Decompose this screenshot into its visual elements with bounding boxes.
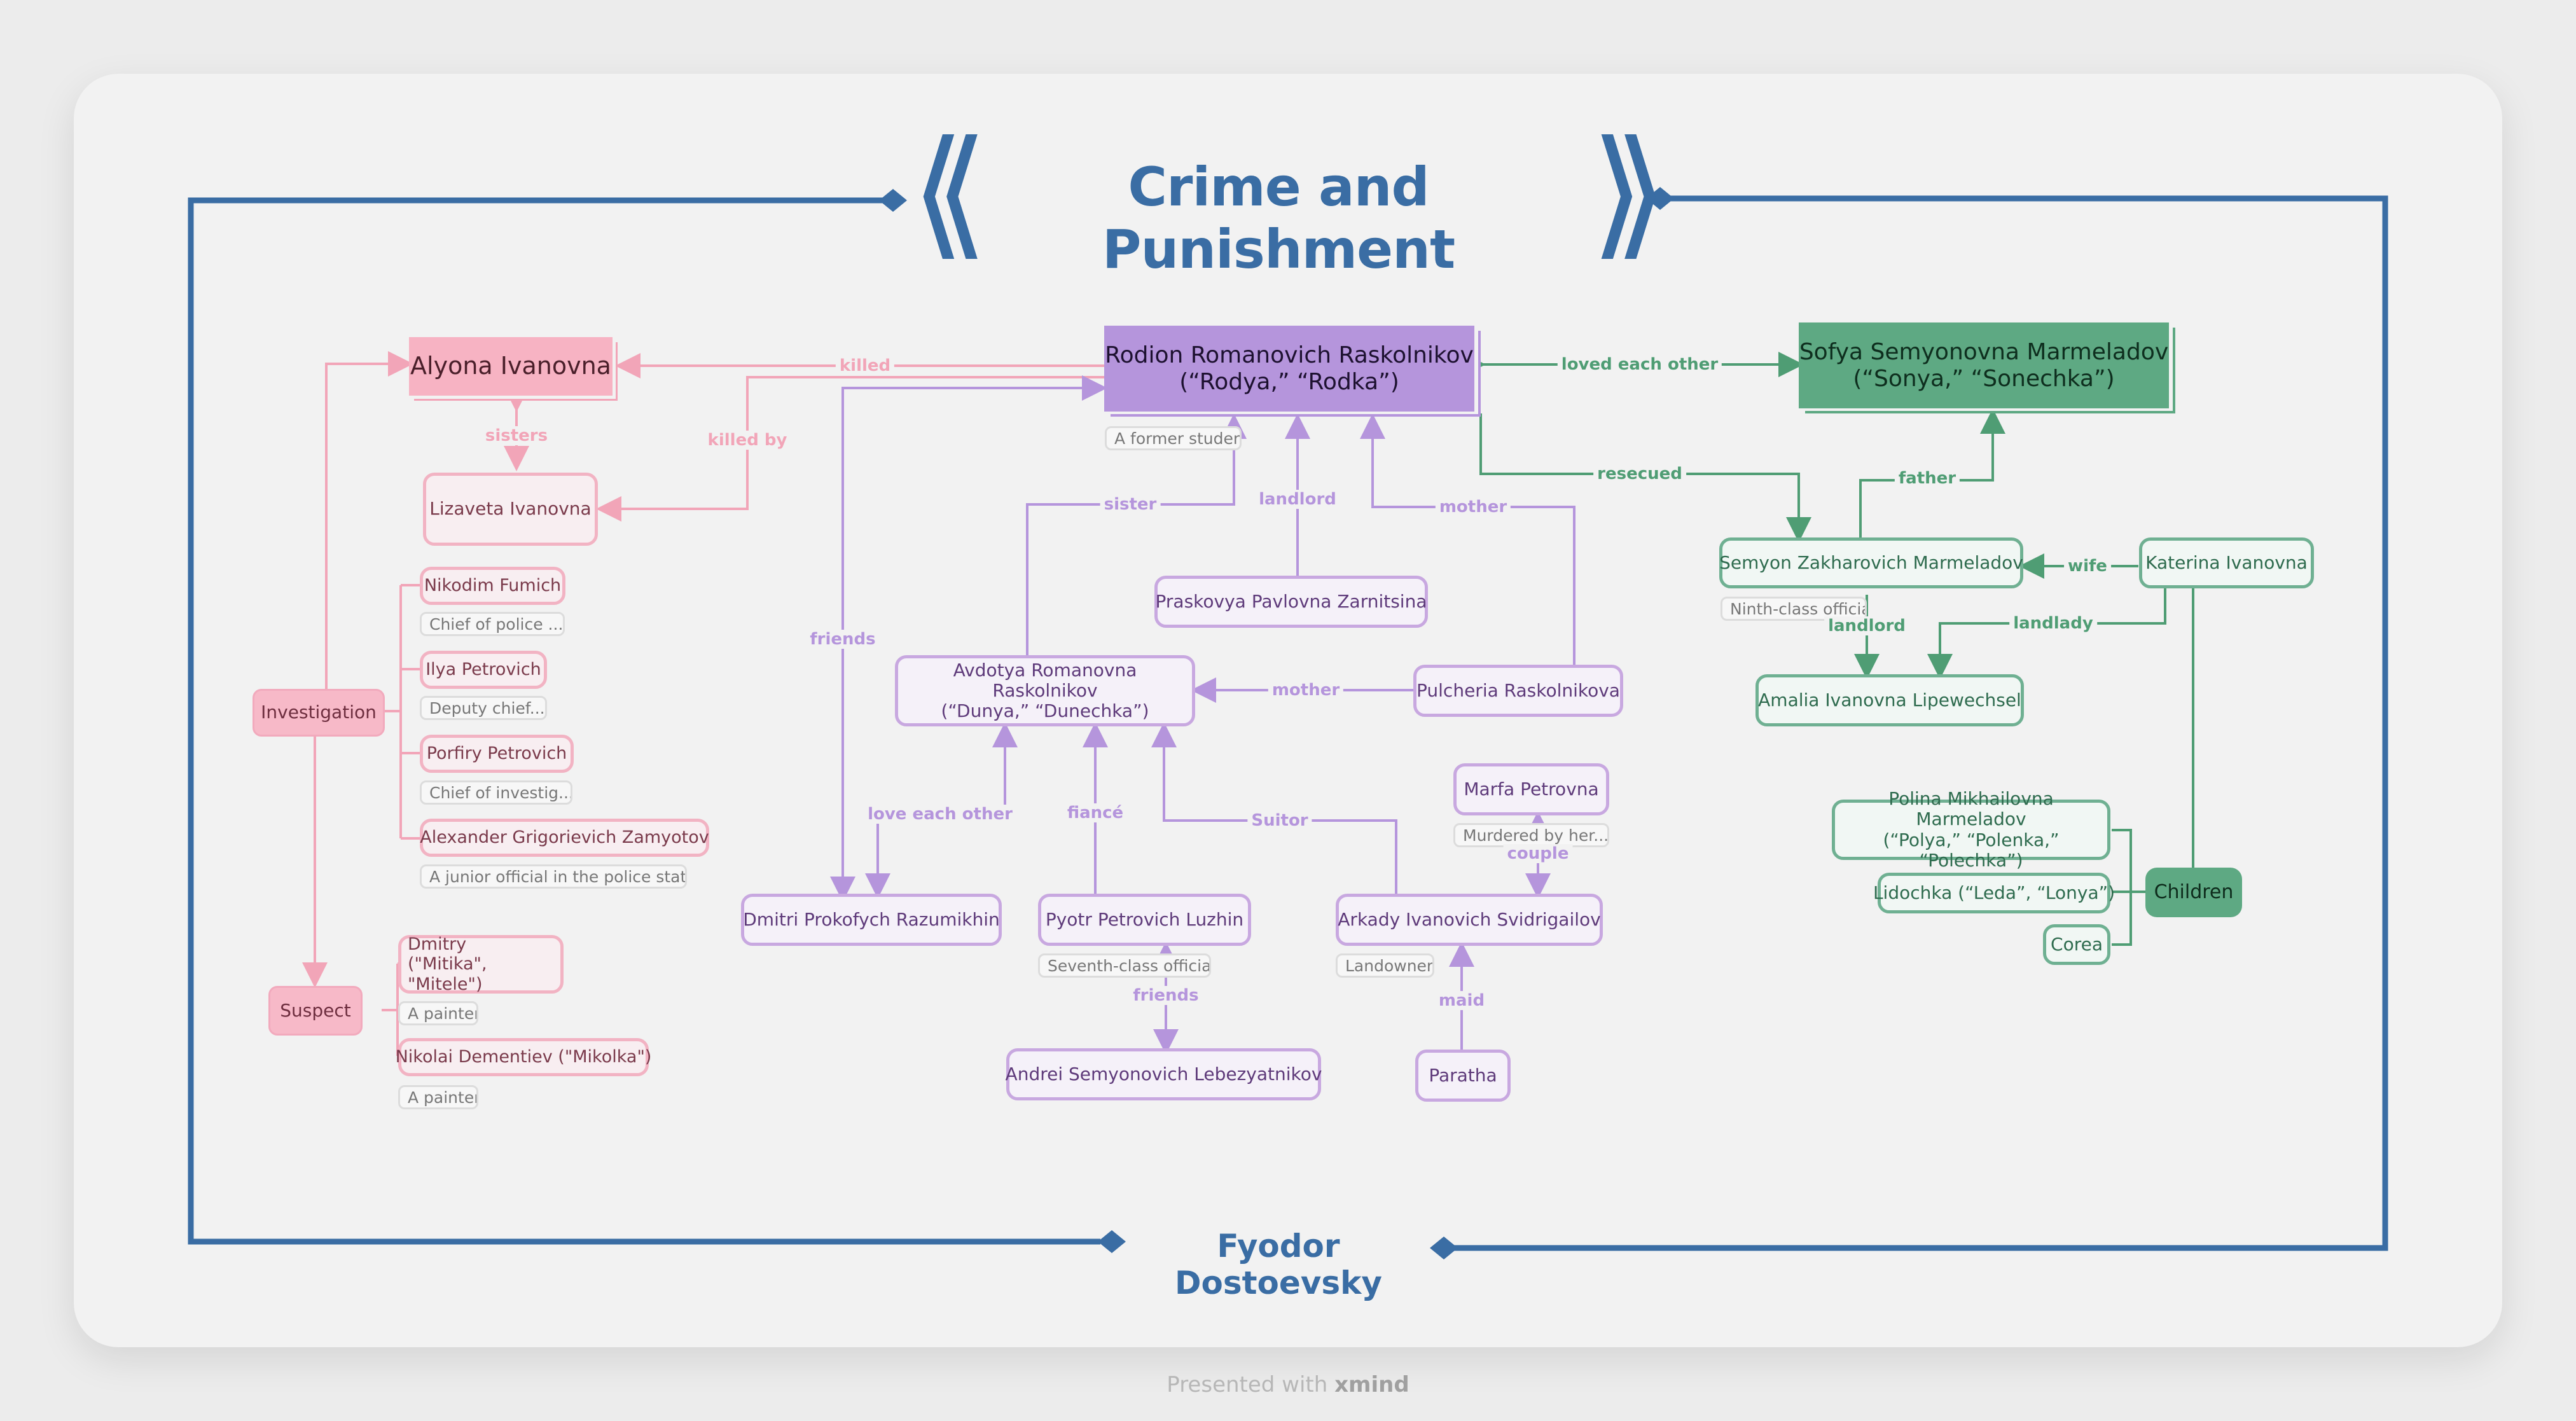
node-zamyotov[interactable]: Alexander Grigorievich Zamyotov bbox=[420, 819, 709, 857]
label-landlord-green: landlord bbox=[1824, 616, 1909, 635]
label-mother-mid: mother bbox=[1268, 681, 1344, 700]
node-sofya[interactable]: Sofya Semyonovna Marmeladov (“Sonya,” “S… bbox=[1799, 322, 2169, 408]
right-bracket-decoration: ⟫ bbox=[1590, 111, 1668, 274]
label-sister: sister bbox=[1100, 495, 1161, 514]
label-father: father bbox=[1894, 469, 1960, 488]
label-killed: killed bbox=[835, 356, 895, 375]
node-avdotya[interactable]: Avdotya Romanovna Raskolnikov (“Dunya,” … bbox=[895, 655, 1195, 726]
node-investigation[interactable]: Investigation bbox=[253, 689, 385, 737]
node-amalia[interactable]: Amalia Ivanovna Lipewechsel bbox=[1755, 674, 2024, 726]
label-couple: couple bbox=[1503, 844, 1573, 863]
node-children[interactable]: Children bbox=[2145, 868, 2242, 917]
title-frame bbox=[188, 195, 2388, 1251]
node-corea[interactable]: Corea bbox=[2043, 924, 2110, 965]
xmind-logo-text: xmind bbox=[1334, 1372, 1409, 1397]
label-landlord: landlord bbox=[1255, 490, 1340, 509]
node-praskovya[interactable]: Praskovya Pavlovna Zarnitsina bbox=[1154, 576, 1428, 628]
page-title: Crime and Punishment bbox=[1102, 156, 1455, 281]
label-wife: wife bbox=[2064, 557, 2111, 576]
node-luzhin[interactable]: Pyotr Petrovich Luzhin bbox=[1038, 894, 1251, 946]
node-pulcheria[interactable]: Pulcheria Raskolnikova bbox=[1413, 665, 1623, 717]
node-nikolai[interactable]: Nikolai Dementiev ("Mikolka") bbox=[396, 1038, 651, 1076]
note-raskolnikov: A former student bbox=[1105, 426, 1242, 450]
node-katerina[interactable]: Katerina Ivanovna bbox=[2139, 537, 2314, 588]
frame-diamonds bbox=[879, 187, 1674, 1259]
node-razumikhin[interactable]: Dmitri Prokofych Razumikhin bbox=[741, 894, 1002, 946]
node-svidrigailov[interactable]: Arkady Ivanovich Svidrigailov bbox=[1336, 894, 1603, 946]
note-luzhin: Seventh-class official bbox=[1038, 953, 1211, 978]
node-polina[interactable]: Polina Mikhailovna Marmeladov (“Polya,” … bbox=[1832, 789, 2110, 870]
label-sisters: sisters bbox=[481, 426, 552, 445]
label-suitor: Suitor bbox=[1247, 811, 1312, 830]
label-friends-left: friends bbox=[806, 630, 880, 649]
node-lidochka[interactable]: Lidochka (“Leda”, “Lonya”) bbox=[1873, 873, 2115, 913]
node-dmitry-suspect[interactable]: Dmitry ("Mitika", "Mitele") bbox=[398, 934, 564, 994]
node-paratha[interactable]: Paratha bbox=[1415, 1050, 1511, 1102]
label-killed-by: killed by bbox=[703, 431, 791, 450]
note-dmitry-suspect: A painter bbox=[398, 1001, 478, 1025]
label-loved-each-other: loved each other bbox=[1557, 355, 1722, 374]
label-maid: maid bbox=[1434, 991, 1489, 1010]
label-mother-top: mother bbox=[1435, 497, 1511, 516]
page-subtitle: Fyodor Dostoevsky bbox=[1175, 1228, 1382, 1301]
node-semyon[interactable]: Semyon Zakharovich Marmeladov bbox=[1719, 537, 2023, 588]
node-raskolnikov[interactable]: Rodion Romanovich Raskolnikov (“Rodya,” … bbox=[1104, 326, 1474, 412]
label-love-each-other: love each other bbox=[864, 805, 1016, 824]
node-lebezyatnikov[interactable]: Andrei Semyonovich Lebezyatnikov bbox=[1006, 1048, 1322, 1100]
node-nikodim[interactable]: Nikodim Fumich bbox=[420, 567, 565, 605]
footer-prefix: Presented with bbox=[1167, 1372, 1328, 1397]
note-nikodim: Chief of police ... bbox=[420, 612, 565, 636]
node-lizaveta[interactable]: Lizaveta Ivanovna bbox=[423, 473, 598, 546]
label-resecued: resecued bbox=[1593, 464, 1686, 483]
node-suspect[interactable]: Suspect bbox=[268, 986, 363, 1036]
node-alyona[interactable]: Alyona Ivanovna bbox=[409, 337, 613, 396]
note-ilya: Deputy chief... bbox=[420, 696, 547, 720]
note-marfa: Murdered by her... bbox=[1453, 823, 1609, 847]
footer: Presented with xmind bbox=[1081, 1372, 1495, 1397]
node-marfa[interactable]: Marfa Petrovna bbox=[1453, 763, 1609, 815]
label-fiance: fiancé bbox=[1063, 803, 1128, 822]
node-ilya[interactable]: Ilya Petrovich bbox=[420, 651, 547, 689]
note-nikolai: A painter bbox=[398, 1085, 478, 1109]
left-bracket-decoration: ⟪ bbox=[911, 111, 989, 274]
note-zamyotov: A junior official in the police station bbox=[420, 864, 687, 889]
label-landlady: landlady bbox=[2009, 614, 2097, 633]
node-porfiry[interactable]: Porfiry Petrovich bbox=[420, 735, 574, 773]
label-friends-bottom: friends bbox=[1129, 986, 1203, 1005]
note-porfiry: Chief of investig... bbox=[420, 780, 572, 805]
note-svidrigailov: Landowner bbox=[1336, 953, 1434, 978]
